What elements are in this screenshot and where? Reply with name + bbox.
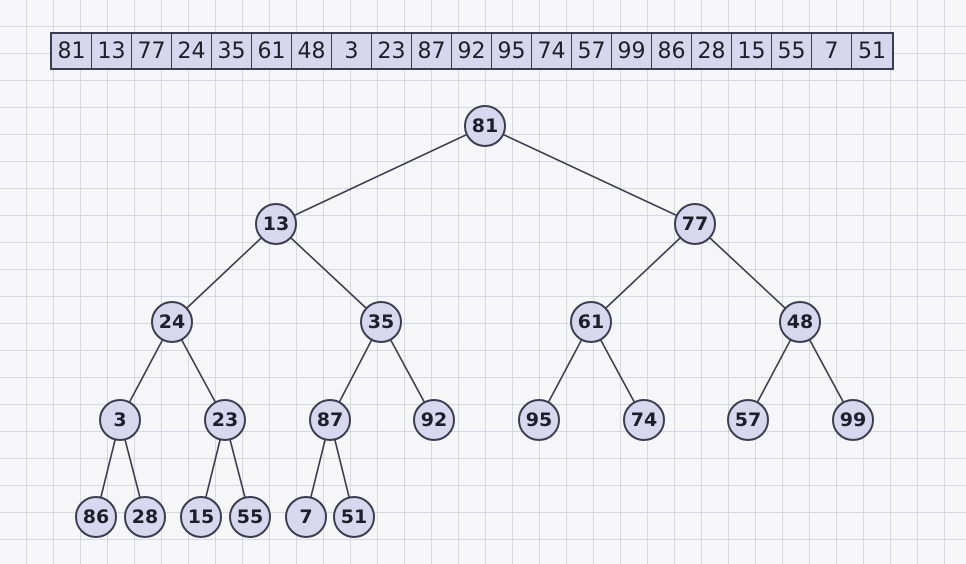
tree-node: 13	[255, 203, 297, 245]
tree-node: 51	[333, 496, 375, 538]
tree-node-circle	[151, 301, 193, 343]
array-cell: 23	[372, 34, 412, 68]
tree-node-label: 35	[368, 311, 394, 333]
tree-node-label: 48	[787, 311, 813, 333]
tree-node: 55	[229, 496, 271, 538]
tree-node: 24	[151, 301, 193, 343]
tree-node: 95	[518, 399, 560, 441]
tree-node-circle	[413, 399, 455, 441]
array-cell: 86	[652, 34, 692, 68]
tree-node: 99	[832, 399, 874, 441]
tree-node-circle	[464, 105, 506, 147]
array-cell: 95	[492, 34, 532, 68]
tree-node-label: 15	[188, 506, 214, 528]
array-cell: 28	[692, 34, 732, 68]
tree-node-label: 92	[421, 409, 447, 431]
tree-node-label: 81	[472, 115, 498, 137]
tree-edge	[275, 125, 486, 225]
tree-node: 35	[360, 301, 402, 343]
tree-node-circle	[124, 496, 166, 538]
tree-node: 81	[464, 105, 506, 147]
tree-node-label: 55	[237, 506, 263, 528]
array-cell: 55	[772, 34, 812, 68]
tree-node: 92	[413, 399, 455, 441]
tree-node-label: 7	[299, 506, 312, 528]
tree-node: 15	[180, 496, 222, 538]
array-cell: 13	[92, 34, 132, 68]
tree-node: 7	[285, 496, 327, 538]
array-cell: 74	[532, 34, 572, 68]
tree-node-circle	[255, 203, 297, 245]
tree-node-label: 99	[840, 409, 866, 431]
tree-node: 57	[727, 399, 769, 441]
tree-edge	[694, 223, 801, 323]
tree-node-circle	[180, 496, 222, 538]
array-cell: 77	[132, 34, 172, 68]
tree-node-circle	[360, 301, 402, 343]
tree-node-label: 57	[735, 409, 761, 431]
tree-node-label: 74	[631, 409, 657, 431]
array-cell: 35	[212, 34, 252, 68]
tree-node-label: 13	[263, 213, 289, 235]
array-cell: 7	[812, 34, 852, 68]
tree-node-circle	[285, 496, 327, 538]
array-cell: 15	[732, 34, 772, 68]
array-cell: 48	[292, 34, 332, 68]
array-cell: 24	[172, 34, 212, 68]
array-cell: 87	[412, 34, 452, 68]
tree-node-circle	[75, 496, 117, 538]
tree-node-label: 61	[578, 311, 604, 333]
tree-edge	[484, 125, 696, 225]
tree-node-label: 77	[682, 213, 708, 235]
tree-node-label: 3	[113, 409, 126, 431]
tree-node: 87	[309, 399, 351, 441]
array-cell: 61	[252, 34, 292, 68]
tree-node: 23	[204, 399, 246, 441]
tree-node-label: 28	[132, 506, 158, 528]
tree-node: 86	[75, 496, 117, 538]
tree-node: 28	[124, 496, 166, 538]
tree-node-circle	[674, 203, 716, 245]
tree-node: 61	[570, 301, 612, 343]
tree-node-circle	[727, 399, 769, 441]
tree-node-circle	[518, 399, 560, 441]
tree-node-label: 24	[159, 311, 185, 333]
tree-node: 48	[779, 301, 821, 343]
tree-node: 74	[623, 399, 665, 441]
tree-node-circle	[832, 399, 874, 441]
tree-edge	[275, 223, 382, 323]
array-cell: 3	[332, 34, 372, 68]
tree-edge	[171, 223, 277, 323]
tree-node-circle	[99, 399, 141, 441]
tree-edge	[590, 223, 696, 323]
tree-node-circle	[570, 301, 612, 343]
tree-node-label: 23	[212, 409, 238, 431]
tree-node-label: 95	[526, 409, 552, 431]
array-cell: 51	[858, 38, 886, 64]
tree-node: 3	[99, 399, 141, 441]
tree-node-circle	[779, 301, 821, 343]
tree-node-circle	[229, 496, 271, 538]
tree-node-circle	[333, 496, 375, 538]
tree-node-label: 86	[83, 506, 109, 528]
array-cell: 99	[612, 34, 652, 68]
tree-node: 77	[674, 203, 716, 245]
tree-node-label: 51	[341, 506, 367, 528]
tree-node-circle	[623, 399, 665, 441]
array-cell: 57	[572, 34, 612, 68]
array-cell: 81	[52, 34, 92, 68]
tree-node-circle	[204, 399, 246, 441]
array-cell: 92	[452, 34, 492, 68]
tree-node-circle	[309, 399, 351, 441]
tree-node-label: 87	[317, 409, 343, 431]
